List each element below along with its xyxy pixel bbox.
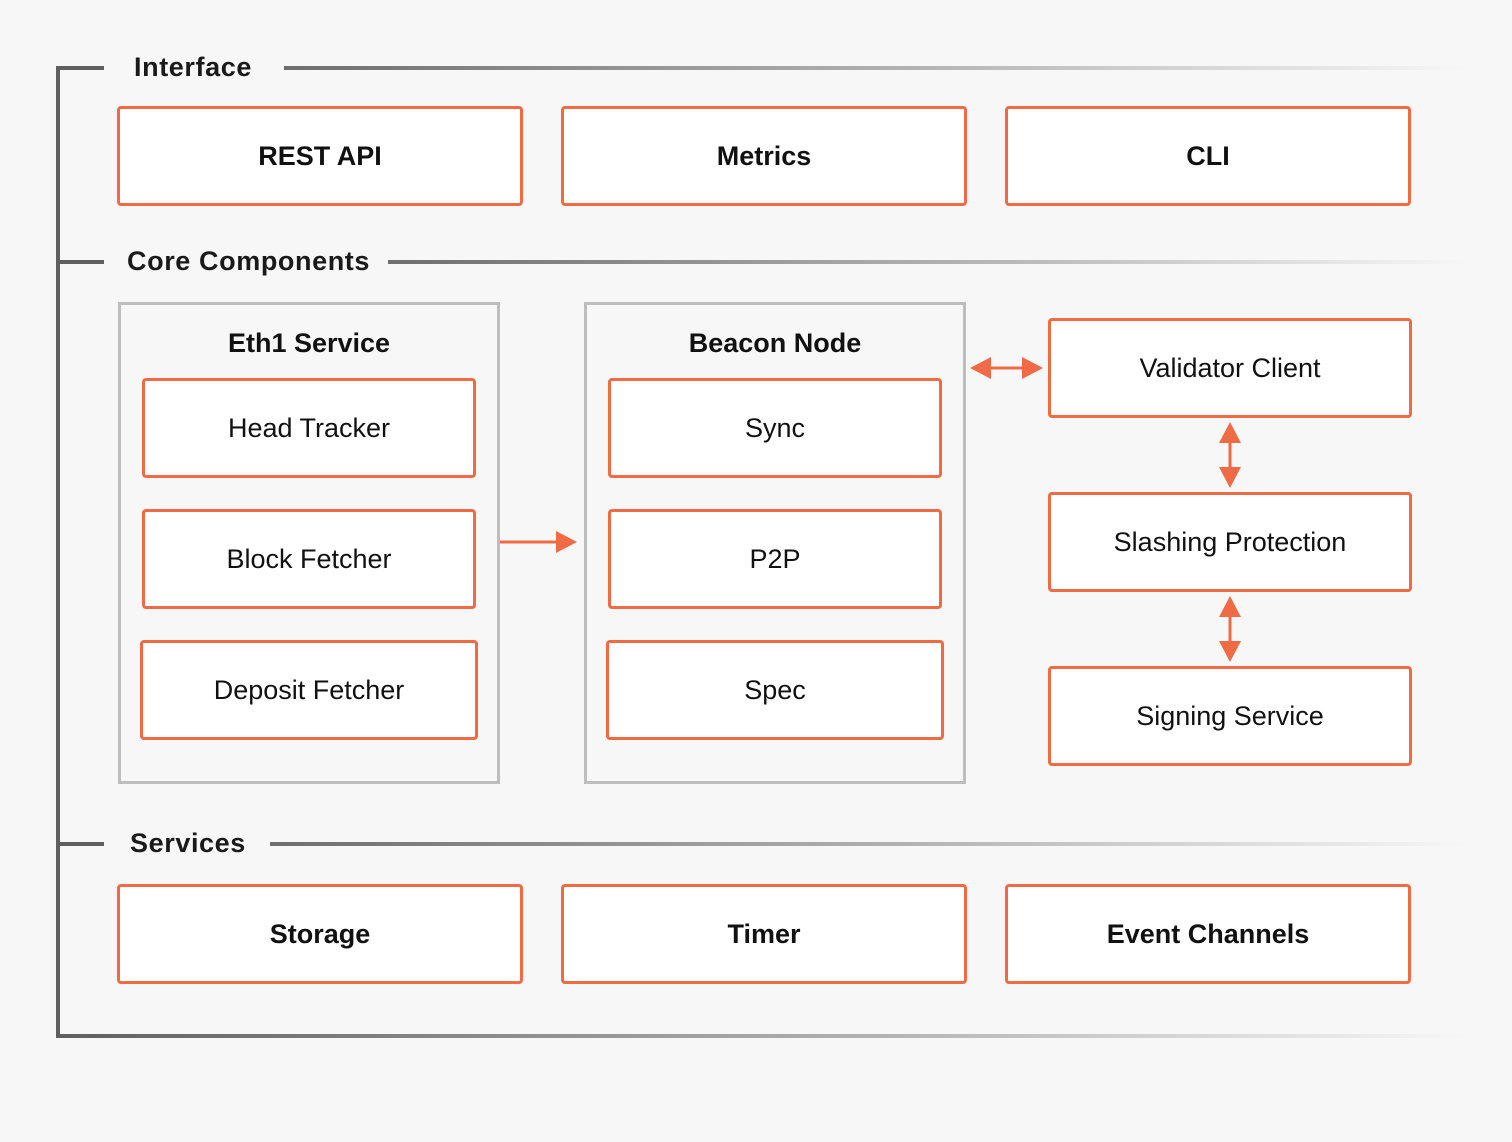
slashing-protection-box: Slashing Protection	[1048, 492, 1412, 592]
eth1-service-group: Eth1 Service	[118, 302, 500, 784]
validator-client-box: Validator Client	[1048, 318, 1412, 418]
eth1-box-block-fetcher: Block Fetcher	[142, 509, 476, 609]
interface-box-cli: CLI	[1005, 106, 1411, 206]
frame-left-rule	[56, 66, 60, 1038]
eth1-box-deposit-fetcher: Deposit Fetcher	[140, 640, 478, 740]
interface-rule	[284, 66, 1468, 70]
section-title-interface: Interface	[134, 52, 252, 82]
eth1-to-beacon-arrow	[500, 531, 577, 553]
frame-bottom-rule	[56, 1034, 1468, 1038]
beacon-box-p2p: P2P	[608, 509, 942, 609]
services-box-timer: Timer	[561, 884, 967, 984]
beacon-box-sync: Sync	[608, 378, 942, 478]
section-title-core-components: Core Components	[127, 246, 371, 276]
interface-box-metrics: Metrics	[561, 106, 967, 206]
eth1-box-head-tracker: Head Tracker	[142, 378, 476, 478]
services-box-event-channels: Event Channels	[1005, 884, 1411, 984]
services-rule	[270, 842, 1468, 846]
interface-tick	[56, 66, 104, 70]
interface-box-rest-api: REST API	[117, 106, 523, 206]
eth1-service-title: Eth1 Service	[227, 328, 391, 358]
services-tick	[56, 842, 104, 846]
beacon-node-title: Beacon Node	[688, 328, 862, 358]
beacon-box-spec: Spec	[606, 640, 944, 740]
beacon-node-group: Beacon Node	[584, 302, 966, 784]
core-rule	[388, 260, 1468, 264]
validator-slashing-arrow	[1219, 422, 1241, 488]
section-title-services: Services	[130, 828, 246, 858]
beacon-validator-arrow	[970, 357, 1043, 379]
services-box-storage: Storage	[117, 884, 523, 984]
core-tick	[56, 260, 104, 264]
slashing-signing-arrow	[1219, 596, 1241, 662]
signing-service-box: Signing Service	[1048, 666, 1412, 766]
